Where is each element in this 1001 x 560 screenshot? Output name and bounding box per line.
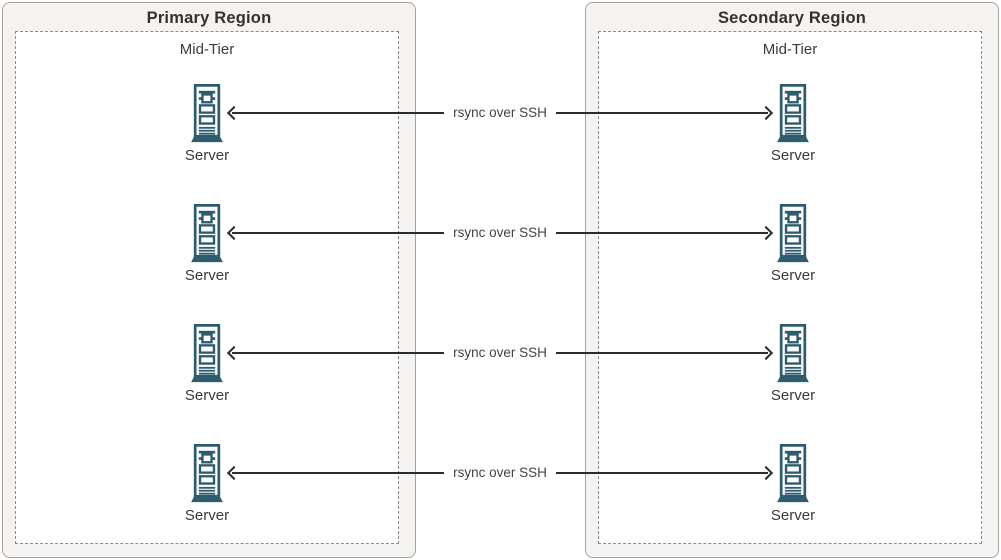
server-node: Server [753, 204, 833, 284]
connector-line [232, 352, 445, 354]
sync-connection: rsync over SSH [226, 345, 774, 361]
server-icon [753, 204, 833, 264]
arrowhead-left-icon [226, 345, 242, 361]
server-label: Server [184, 387, 230, 404]
server-node: Server [753, 324, 833, 404]
connection-label: rsync over SSH [453, 345, 547, 361]
tier-label: Mid-Tier [179, 41, 235, 58]
connector-line [232, 472, 445, 474]
connector-line [555, 472, 768, 474]
sync-connection: rsync over SSH [226, 225, 774, 241]
region-title: Secondary Region [717, 9, 867, 27]
server-node: Server [167, 324, 247, 404]
sync-connection: rsync over SSH [226, 465, 774, 481]
server-icon [167, 324, 247, 384]
arrowhead-left-icon [226, 105, 242, 121]
connection-label: rsync over SSH [453, 225, 547, 241]
connection-label: rsync over SSH [453, 465, 547, 481]
arrowhead-left-icon [226, 225, 242, 241]
connector-line [232, 112, 445, 114]
server-label: Server [770, 147, 816, 164]
region-title: Primary Region [146, 9, 272, 27]
connector-line [555, 232, 768, 234]
tier-label: Mid-Tier [762, 41, 818, 58]
server-node: Server [753, 444, 833, 524]
server-icon [753, 84, 833, 144]
server-label: Server [184, 507, 230, 524]
server-node: Server [167, 444, 247, 524]
connection-label: rsync over SSH [453, 105, 547, 121]
server-node: Server [167, 204, 247, 284]
arrowhead-right-icon [758, 465, 774, 481]
server-icon [167, 84, 247, 144]
server-node: Server [753, 84, 833, 164]
arrowhead-right-icon [758, 225, 774, 241]
server-label: Server [770, 507, 816, 524]
server-label: Server [184, 267, 230, 284]
connector-line [555, 352, 768, 354]
arrowhead-right-icon [758, 345, 774, 361]
arrowhead-left-icon [226, 465, 242, 481]
server-node: Server [167, 84, 247, 164]
server-label: Server [770, 387, 816, 404]
connector-line [555, 112, 768, 114]
sync-connection: rsync over SSH [226, 105, 774, 121]
server-icon [167, 444, 247, 504]
connector-line [232, 232, 445, 234]
server-icon [167, 204, 247, 264]
arrowhead-right-icon [758, 105, 774, 121]
server-label: Server [770, 267, 816, 284]
server-icon [753, 324, 833, 384]
server-icon [753, 444, 833, 504]
server-label: Server [184, 147, 230, 164]
